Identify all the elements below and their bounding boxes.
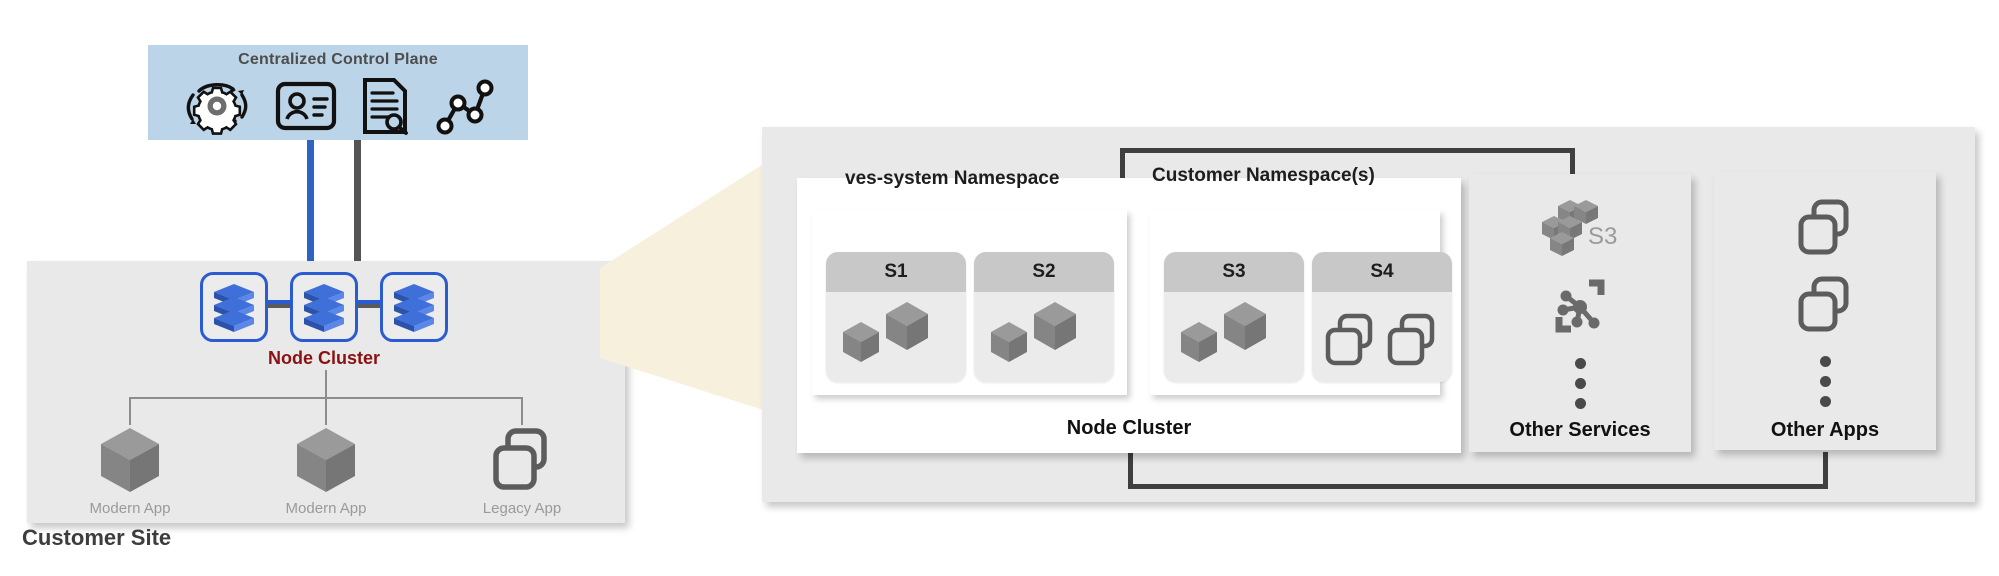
stacked-windows-icon [493, 428, 547, 490]
node-link-2-3 [358, 300, 383, 308]
service-body-s4 [1312, 292, 1452, 382]
cube-icon [843, 322, 879, 362]
other-apps-icon-column [1714, 196, 1936, 407]
control-plane-title: Centralized Control Plane [238, 51, 438, 68]
server-stack-icon [214, 284, 254, 332]
stacked-windows-icon [1325, 313, 1373, 366]
app-label: Legacy App [482, 500, 562, 517]
server-stack-icon [394, 284, 434, 332]
tree-drop-1 [129, 397, 131, 425]
app-legacy-1: Legacy App [462, 424, 582, 517]
service-mesh-hub-icon-slot [1549, 275, 1611, 342]
node-3[interactable] [380, 272, 448, 342]
service-box-s3[interactable]: S3 [1164, 252, 1304, 382]
app-modern-2: Modern App [266, 424, 386, 517]
service-body-s3 [1164, 292, 1304, 382]
service-mesh-hub-icon [1555, 279, 1605, 333]
stacked-windows-icon [1798, 276, 1849, 332]
other-services-icon-column: S3 [1469, 196, 1691, 409]
customer-site-caption: Customer Site [22, 525, 172, 550]
bracket-top-connector [1120, 148, 1575, 184]
service-label-s2: S2 [974, 252, 1114, 292]
other-app-icon-slot-2 [1794, 273, 1856, 340]
node-1[interactable] [200, 272, 268, 342]
node-2[interactable] [290, 272, 358, 342]
service-label-s1: S1 [826, 252, 966, 292]
node-link-1-2 [268, 300, 293, 308]
s3-storage-icon: S3 [1542, 200, 1617, 256]
cube-icon [886, 302, 928, 350]
id-card-icon [275, 80, 337, 132]
other-app-icon-slot-1 [1794, 196, 1856, 263]
stacked-windows-icon [1798, 199, 1849, 255]
service-box-s4[interactable]: S4 [1312, 252, 1452, 382]
server-stack-icon [304, 284, 344, 332]
other-apps-more-dots [1819, 356, 1831, 407]
service-box-s1[interactable]: S1 [826, 252, 966, 382]
cube-icon [1034, 302, 1076, 350]
cube-icon [1181, 322, 1217, 362]
gear-sync-icon [181, 75, 253, 137]
stacked-windows-icon [1387, 313, 1435, 366]
tree-drop-3 [521, 397, 523, 425]
control-plane-icon-row [148, 75, 528, 137]
s3-storage-icon-slot: S3 [1532, 196, 1628, 265]
node-cluster-label-left: Node Cluster [267, 348, 381, 368]
control-plane-control-link [354, 140, 361, 265]
cube-icon [297, 428, 355, 492]
app-label: Modern App [285, 500, 367, 517]
cube-icon [991, 322, 1027, 362]
cube-icon [101, 428, 159, 492]
other-services-caption: Other Services [1509, 419, 1651, 441]
app-label: Modern App [89, 500, 171, 517]
service-body-s2 [974, 292, 1114, 382]
service-body-s1 [826, 292, 966, 382]
namespace-title-ves-system: ves-system Namespace [845, 168, 1060, 189]
app-modern-1: Modern App [70, 424, 190, 517]
node-cluster-label-right: Node Cluster [1066, 417, 1192, 439]
other-apps-caption: Other Apps [1770, 419, 1880, 441]
bracket-bottom-connector [1128, 452, 1828, 489]
service-label-s4: S4 [1312, 252, 1452, 292]
s3-storage-label: S3 [1588, 223, 1617, 250]
other-services-more-dots [1574, 358, 1586, 409]
document-search-icon [359, 77, 411, 135]
tree-drop-2 [325, 397, 327, 425]
control-plane-data-link [307, 140, 314, 265]
service-label-s3: S3 [1164, 252, 1304, 292]
service-box-s2[interactable]: S2 [974, 252, 1114, 382]
cube-icon [1224, 302, 1266, 350]
namespace-title-customer: Customer Namespace(s) [1152, 165, 1375, 186]
network-graph-icon [433, 77, 495, 135]
centralized-control-plane-box: Centralized Control Plane [148, 45, 528, 140]
tree-stem [325, 370, 327, 398]
